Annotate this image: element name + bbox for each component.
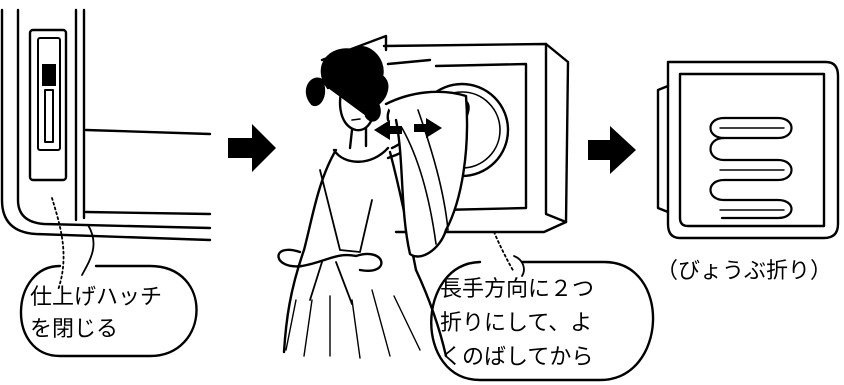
callout-2-line-1: 長手方向に２つ <box>440 277 594 302</box>
callout-1-line-2: を閉じる <box>30 317 118 342</box>
folded-towel-zigzag <box>709 116 793 220</box>
dryer-drum-cross-section <box>656 60 840 240</box>
dryer-front-panel <box>0 8 212 242</box>
callout-text-1: 仕上げハッチ を閉じる <box>30 285 169 342</box>
callout-2-line-2: 折りにして、よ <box>440 311 592 336</box>
finish-hatch <box>28 28 68 182</box>
callout-text-2: 長手方向に２つ 折りにして、よ くのばしてから <box>440 277 601 370</box>
double-arrow-icon <box>374 118 442 140</box>
pointer-line-2 <box>493 231 525 277</box>
fold-style-caption: （びょうぶ折り） <box>656 259 832 284</box>
callout-bubble-1 <box>19 264 198 358</box>
folded-towel <box>384 90 469 258</box>
callout-1-line-1: 仕上げハッチ <box>30 285 162 310</box>
callout-bubble-2 <box>430 260 655 382</box>
callout-2-line-3: くのばしてから <box>440 345 593 370</box>
right-arrow-icon <box>228 124 276 172</box>
pointer-line-1 <box>51 197 95 291</box>
dryer-cabinet <box>320 34 570 234</box>
right-arrow-icon <box>588 126 636 174</box>
